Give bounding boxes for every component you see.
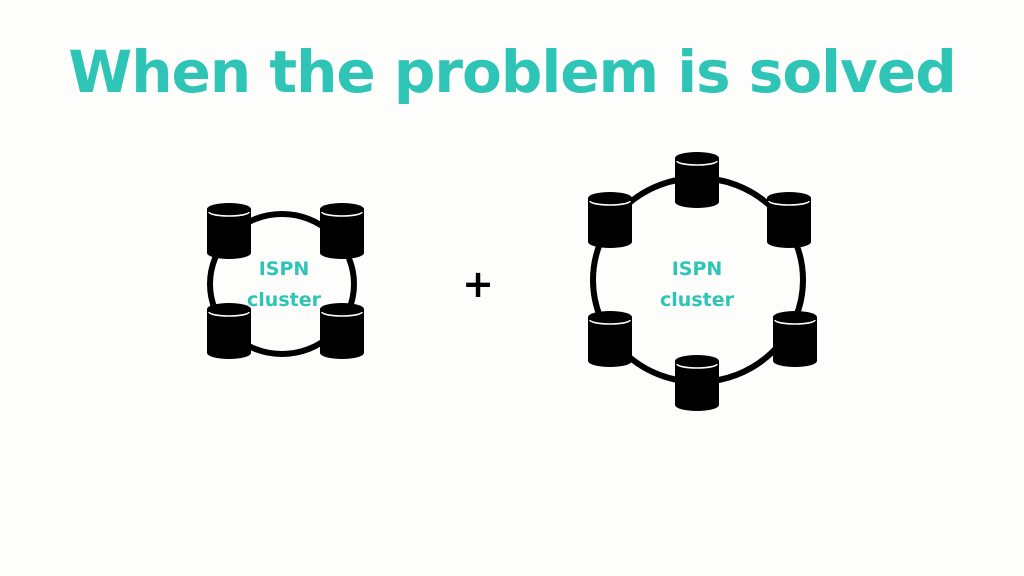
database-cylinder-icon bbox=[587, 310, 633, 368]
database-cylinder-icon bbox=[319, 302, 365, 360]
database-cylinder-icon bbox=[766, 191, 812, 249]
database-cylinder-icon bbox=[674, 354, 720, 412]
page-title: When the problem is solved bbox=[68, 38, 956, 106]
cluster-ring bbox=[207, 211, 357, 357]
plus-operator: + bbox=[462, 262, 494, 306]
database-cylinder-icon bbox=[772, 310, 818, 368]
database-cylinder-icon bbox=[206, 202, 252, 260]
cluster-label-line2: cluster bbox=[247, 289, 322, 311]
cluster-large: ISPN cluster bbox=[587, 151, 818, 412]
database-cylinder-icon bbox=[319, 202, 365, 260]
database-cylinder-icon bbox=[206, 302, 252, 360]
cluster-small: ISPN cluster bbox=[206, 202, 365, 360]
database-cylinder-icon bbox=[674, 151, 720, 209]
cluster-label-line1: ISPN bbox=[672, 258, 723, 280]
cluster-label-line1: ISPN bbox=[259, 258, 310, 280]
cluster-label-line2: cluster bbox=[660, 289, 735, 311]
database-cylinder-icon bbox=[587, 191, 633, 249]
